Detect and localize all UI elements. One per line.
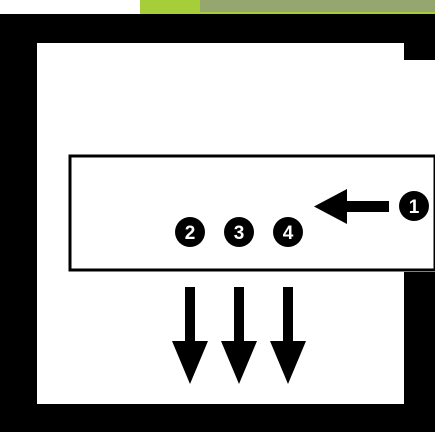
inserted-panel xyxy=(70,156,435,270)
badge-4-label: 4 xyxy=(283,223,294,244)
photo-strip xyxy=(200,0,435,12)
badge-1: 1 xyxy=(399,191,429,221)
badge-1-label: 1 xyxy=(409,197,420,218)
badge-3-label: 3 xyxy=(234,223,245,244)
badge-2: 2 xyxy=(175,217,205,247)
badge-2-label: 2 xyxy=(185,223,196,244)
badge-3: 3 xyxy=(224,217,254,247)
badge-4: 4 xyxy=(273,217,303,247)
